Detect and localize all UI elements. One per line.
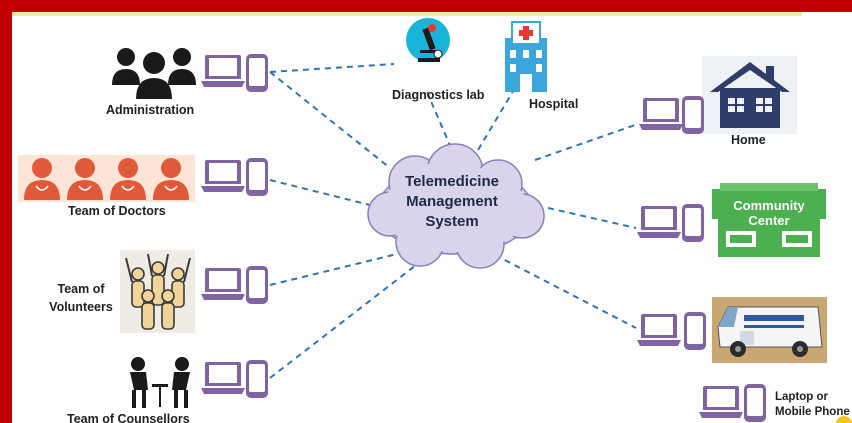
central-system-label: Telemedicine Management System <box>376 172 528 232</box>
link-hospital <box>477 87 516 151</box>
legend-line-2: Mobile Phone <box>775 406 850 418</box>
center-line-1: Telemedicine <box>405 173 499 190</box>
team-of-volunteers-label: Team of Volunteers <box>46 280 116 316</box>
microscope-icon <box>406 18 450 62</box>
mobile-icon <box>684 312 706 350</box>
laptop-icon <box>637 206 681 238</box>
legend-line-1: Laptop or <box>775 391 829 403</box>
laptop-icon <box>201 362 245 394</box>
center-line-3: System <box>425 213 479 230</box>
mobile-icon <box>744 384 766 422</box>
mobile-icon <box>682 96 704 134</box>
home-label: Home <box>731 133 766 147</box>
laptop-icon <box>201 160 245 192</box>
volunteers-line-2: Volunteers <box>49 300 113 314</box>
volunteers-icon <box>125 253 191 330</box>
team-of-counsellors-label: Team of Counsellors <box>67 412 190 423</box>
laptop-icon <box>637 314 681 346</box>
laptop-icon <box>201 268 245 300</box>
center-line-2: Management <box>406 193 498 210</box>
team-of-doctors-label: Team of Doctors <box>68 204 166 218</box>
administration-label: Administration <box>106 103 195 117</box>
link-mobile-unit <box>494 254 637 329</box>
link-community-center <box>547 207 637 229</box>
counsellors-icon <box>130 357 190 408</box>
mobile-icon <box>246 54 268 92</box>
hospital-label: Hospital <box>529 97 579 111</box>
frame-accent-stripe <box>12 12 802 16</box>
mobile-icon <box>246 266 268 304</box>
link-counsellors <box>269 261 421 379</box>
home-icon <box>710 62 790 128</box>
laptop-icon <box>201 55 245 87</box>
frame-top-border <box>0 0 852 12</box>
hospital-icon <box>505 21 547 92</box>
ambulance-icon <box>717 306 823 357</box>
cloud-icon <box>367 143 545 269</box>
people-group-icon <box>112 48 196 99</box>
link-administration-diagnostics <box>269 63 395 73</box>
corner-dot <box>836 416 852 423</box>
link-administration <box>269 71 391 169</box>
link-home <box>534 123 639 161</box>
mobile-icon <box>246 360 268 398</box>
laptop-icon <box>639 98 683 130</box>
frame-left-border <box>0 0 12 423</box>
community-center-icon <box>712 183 826 257</box>
laptop-icon <box>699 386 743 418</box>
legend-label: Laptop or Mobile Phone <box>775 390 850 420</box>
community-center-label: Community Center <box>733 198 805 228</box>
mobile-icon <box>246 158 268 196</box>
diagnostics-lab-label: Diagnostics lab <box>392 88 485 102</box>
doctor-icon <box>24 158 189 200</box>
volunteers-line-1: Team of <box>57 282 105 296</box>
mobile-icon <box>682 204 704 242</box>
